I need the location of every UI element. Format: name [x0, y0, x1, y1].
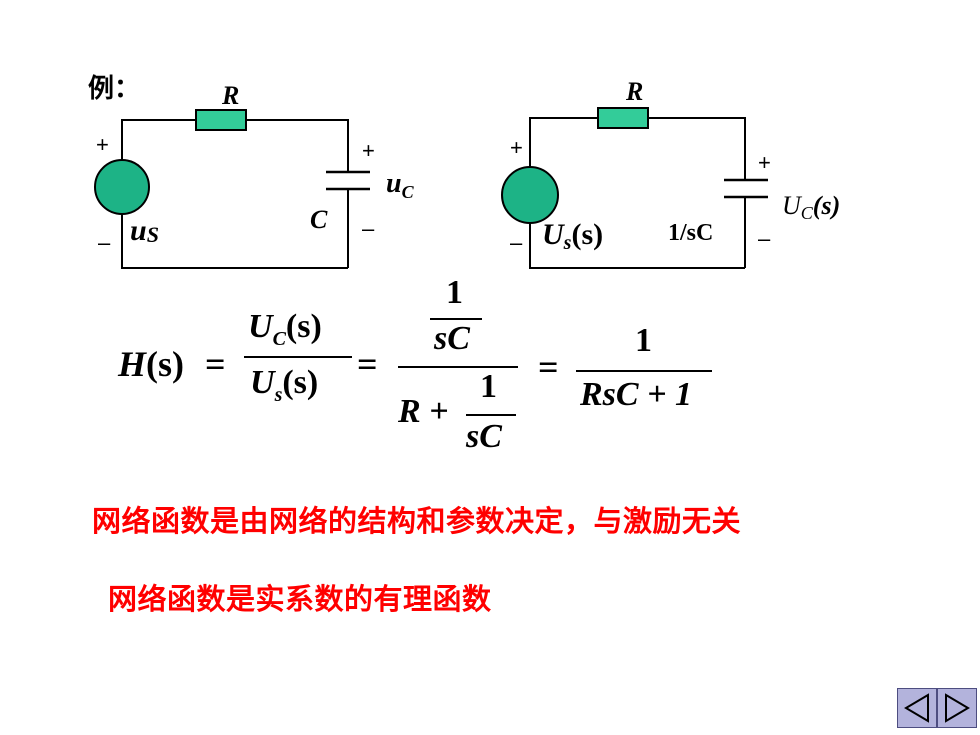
capacitor-label: 1/sC — [668, 220, 713, 246]
frac2-den-sC: sC — [466, 418, 502, 455]
circuit-diagrams: R C + – uS + – uC R 1/sC + – Us(s) — [94, 77, 840, 269]
formula-lhs: H(s) — [118, 344, 185, 384]
voltage-source-us — [94, 159, 150, 215]
wire-bottom — [121, 210, 348, 269]
cap-voltage-label: UC(s) — [782, 191, 840, 223]
capacitor-label: C — [310, 205, 328, 234]
wire-bottom — [529, 220, 745, 269]
wire-top-right — [648, 117, 746, 180]
fraction-2-bar — [398, 366, 518, 368]
frac2-num-sC: sC — [434, 320, 470, 357]
source-plus: + — [510, 135, 523, 160]
resistor-label: R — [221, 81, 239, 110]
wire-left-top — [529, 117, 598, 170]
fraction-1-bar — [244, 356, 352, 358]
cap-minus: – — [362, 216, 375, 241]
resistor-R — [597, 107, 649, 129]
frac2-den-one: 1 — [480, 368, 497, 405]
source-label: uS — [130, 214, 159, 247]
fraction-3-bar — [576, 370, 712, 372]
source-plus: + — [96, 132, 109, 157]
note-line-2: 网络函数是实系数的有理函数 — [108, 582, 492, 616]
frac2-den-R-plus: R + — [398, 393, 449, 430]
resistor-R — [195, 109, 247, 131]
note-line-1: 网络函数是由网络的结构和参数决定，与激励无关 — [92, 504, 742, 538]
cap-minus: – — [758, 226, 771, 251]
frac2-num-bar — [430, 318, 482, 320]
source-minus: – — [510, 230, 523, 255]
triangle-right-icon — [945, 693, 970, 723]
source-minus: – — [98, 230, 111, 255]
circuit-time-domain: R C + – uS + – uC — [94, 81, 415, 269]
equals-sign-3: = — [538, 347, 559, 387]
source-label: Us(s) — [542, 218, 603, 254]
example-label: 例： — [88, 74, 141, 104]
resistor-label: R — [625, 77, 643, 106]
equals-sign-2: = — [357, 344, 378, 384]
frac3-denominator: RsC + 1 — [580, 376, 692, 413]
cap-voltage-label: uC — [386, 168, 415, 202]
triangle-left-icon — [904, 693, 929, 723]
cap-plus: + — [758, 150, 771, 175]
prev-slide-button[interactable] — [897, 688, 937, 728]
cap-plus: + — [362, 138, 375, 163]
equals-sign-1: = — [205, 344, 226, 384]
fraction-1-numerator: UC(s) — [248, 308, 322, 350]
frac2-den-bar — [466, 414, 516, 416]
wire-top-right — [246, 119, 349, 172]
circuit-s-domain: R 1/sC + – Us(s) + – UC(s) — [501, 77, 840, 269]
frac3-numerator: 1 — [635, 322, 652, 359]
fraction-1-denominator: Us(s) — [250, 364, 319, 406]
frac2-num-one: 1 — [446, 274, 463, 311]
voltage-source-Us — [501, 166, 559, 224]
next-slide-button[interactable] — [937, 688, 977, 728]
